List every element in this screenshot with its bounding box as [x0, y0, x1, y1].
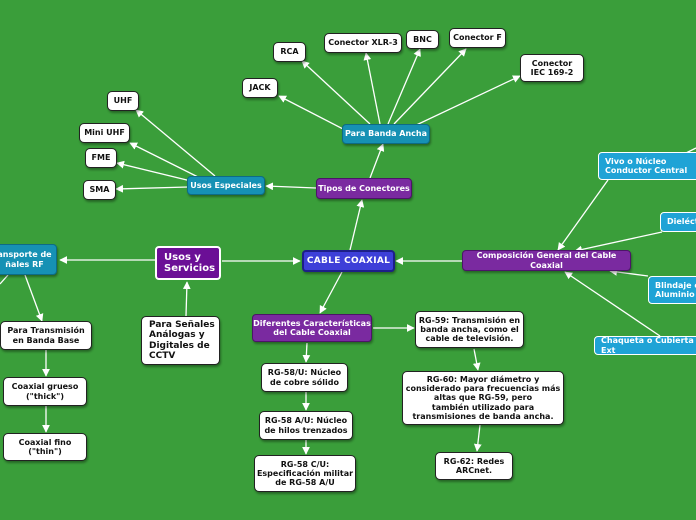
- link-blind-comp: [609, 268, 649, 277]
- node-dielectrico[interactable]: Dieléct: [660, 212, 696, 232]
- link-tipos-especiales: [265, 182, 317, 191]
- link-dif-rg58u: [302, 342, 311, 363]
- node-conector-iec-169-2[interactable]: Conector IEC 169-2: [520, 54, 584, 82]
- link-rg60-rg62: [473, 424, 482, 452]
- link-banda-rca: [301, 60, 371, 125]
- node-conector-xlr-3[interactable]: Conector XLR-3: [324, 33, 402, 53]
- node-coaxial-grueso[interactable]: Coaxial grueso ("thick"): [3, 377, 87, 406]
- node-jack[interactable]: JACK: [242, 78, 278, 98]
- node-rg-58-c-u[interactable]: RG-58 C/U: Especificación militar de RG-…: [254, 455, 356, 492]
- link-esp-fme: [116, 160, 196, 183]
- node-rg-60[interactable]: RG-60: Mayor diámetro y considerado para…: [402, 371, 564, 425]
- node-tipos-de-conectores[interactable]: Tipos de Conectores: [316, 178, 412, 199]
- node-uhf[interactable]: UHF: [107, 91, 139, 111]
- link-banda-jack: [278, 95, 346, 131]
- link-transporte-off: [0, 274, 9, 285]
- node-para-banda-ancha[interactable]: Para Banda Ancha: [342, 124, 430, 144]
- link-banda-iec: [409, 75, 521, 129]
- node-mini-uhf[interactable]: Mini UHF: [79, 123, 130, 143]
- link-tipos-banda: [369, 143, 385, 179]
- node-conector-f[interactable]: Conector F: [449, 28, 506, 48]
- link-root-tipos: [349, 199, 365, 251]
- node-composicion-general[interactable]: Composición General del Cable Coaxial: [462, 250, 631, 271]
- node-rg-58-a-u[interactable]: RG-58 A/U: Núcleo de hilos trenzados: [259, 411, 353, 440]
- link-transporte-bandabase: [24, 274, 44, 322]
- node-vivo-nucleo[interactable]: Vivo o Núcleo Conductor Central: [598, 152, 696, 180]
- node-rg-58-u[interactable]: RG-58/U: Núcleo de cobre sólido: [261, 363, 348, 392]
- link-banda-bnc: [387, 48, 421, 125]
- link-esp-uhf: [135, 109, 216, 177]
- node-rg-59[interactable]: RG-59: Transmisión en banda ancha, como …: [415, 311, 524, 348]
- node-usos-especiales[interactable]: Usos Especiales: [187, 176, 265, 195]
- node-chaqueta[interactable]: Chaqueta o Cubierta Ext: [594, 336, 696, 355]
- link-banda-xlr: [363, 52, 381, 125]
- node-rca[interactable]: RCA: [273, 42, 306, 62]
- node-diferentes-caracteristicas[interactable]: Diferentes Características del Cable Coa…: [252, 314, 372, 342]
- central-node-cable-coaxial[interactable]: CABLE COAXIAL: [302, 250, 395, 272]
- link-diel-comp: [574, 231, 663, 254]
- node-coaxial-fino[interactable]: Coaxial fino ("thin"): [3, 433, 87, 461]
- link-banda-f: [393, 48, 467, 125]
- node-banda-base[interactable]: Para Transmisión en Banda Base: [0, 321, 92, 350]
- link-chaq-comp: [564, 271, 661, 337]
- node-fme[interactable]: FME: [85, 148, 117, 168]
- node-usos-y-servicios[interactable]: Usos y Servicios: [155, 246, 221, 280]
- node-bnc[interactable]: BNC: [406, 30, 439, 49]
- node-rg-62[interactable]: RG-62: Redes ARCnet.: [435, 452, 513, 480]
- node-sma[interactable]: SMA: [83, 180, 116, 200]
- node-transporte-senales-rf[interactable]: ansporte de ñales RF: [0, 244, 57, 275]
- link-vivo-comp: [557, 179, 609, 251]
- link-senales-usos: [182, 281, 191, 317]
- link-rg59-rg60: [472, 348, 481, 371]
- link-root-diferentes: [319, 271, 343, 314]
- link-esp-sma: [115, 184, 189, 193]
- node-blindaje[interactable]: Blindaje e Aluminio o: [648, 276, 696, 304]
- link-esp-miniuhf: [129, 142, 201, 179]
- node-senales-cctv[interactable]: Para Señales Análogas y Digitales de CCT…: [141, 316, 220, 365]
